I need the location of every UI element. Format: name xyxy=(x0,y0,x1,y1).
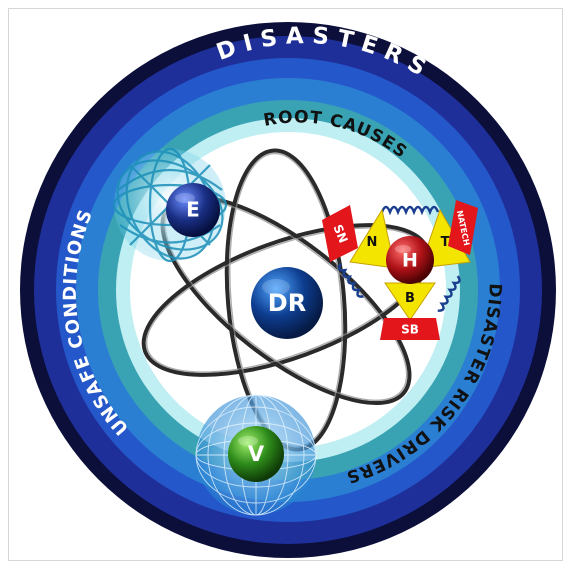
triangle-n xyxy=(349,208,396,269)
node-dr: DR xyxy=(251,267,323,339)
tag-sn xyxy=(322,205,358,262)
node-h: H xyxy=(386,236,434,284)
letter-t: T xyxy=(441,235,450,250)
spring-right xyxy=(437,275,461,312)
node-v-label: V xyxy=(248,442,265,466)
node-dr-label: DR xyxy=(268,289,306,317)
tag-natech xyxy=(448,200,478,255)
spring-top xyxy=(380,205,440,216)
spring-left xyxy=(337,263,364,298)
tag-sn-label: SN xyxy=(330,223,350,246)
node-h-label: H xyxy=(402,250,418,272)
node-e: E xyxy=(166,183,220,237)
node-e-label: E xyxy=(186,198,200,222)
tag-sb xyxy=(380,318,440,340)
letter-b: B xyxy=(405,291,415,306)
tag-sb-label: SB xyxy=(401,323,419,337)
letter-n: N xyxy=(367,235,378,250)
node-v: V xyxy=(228,426,284,482)
